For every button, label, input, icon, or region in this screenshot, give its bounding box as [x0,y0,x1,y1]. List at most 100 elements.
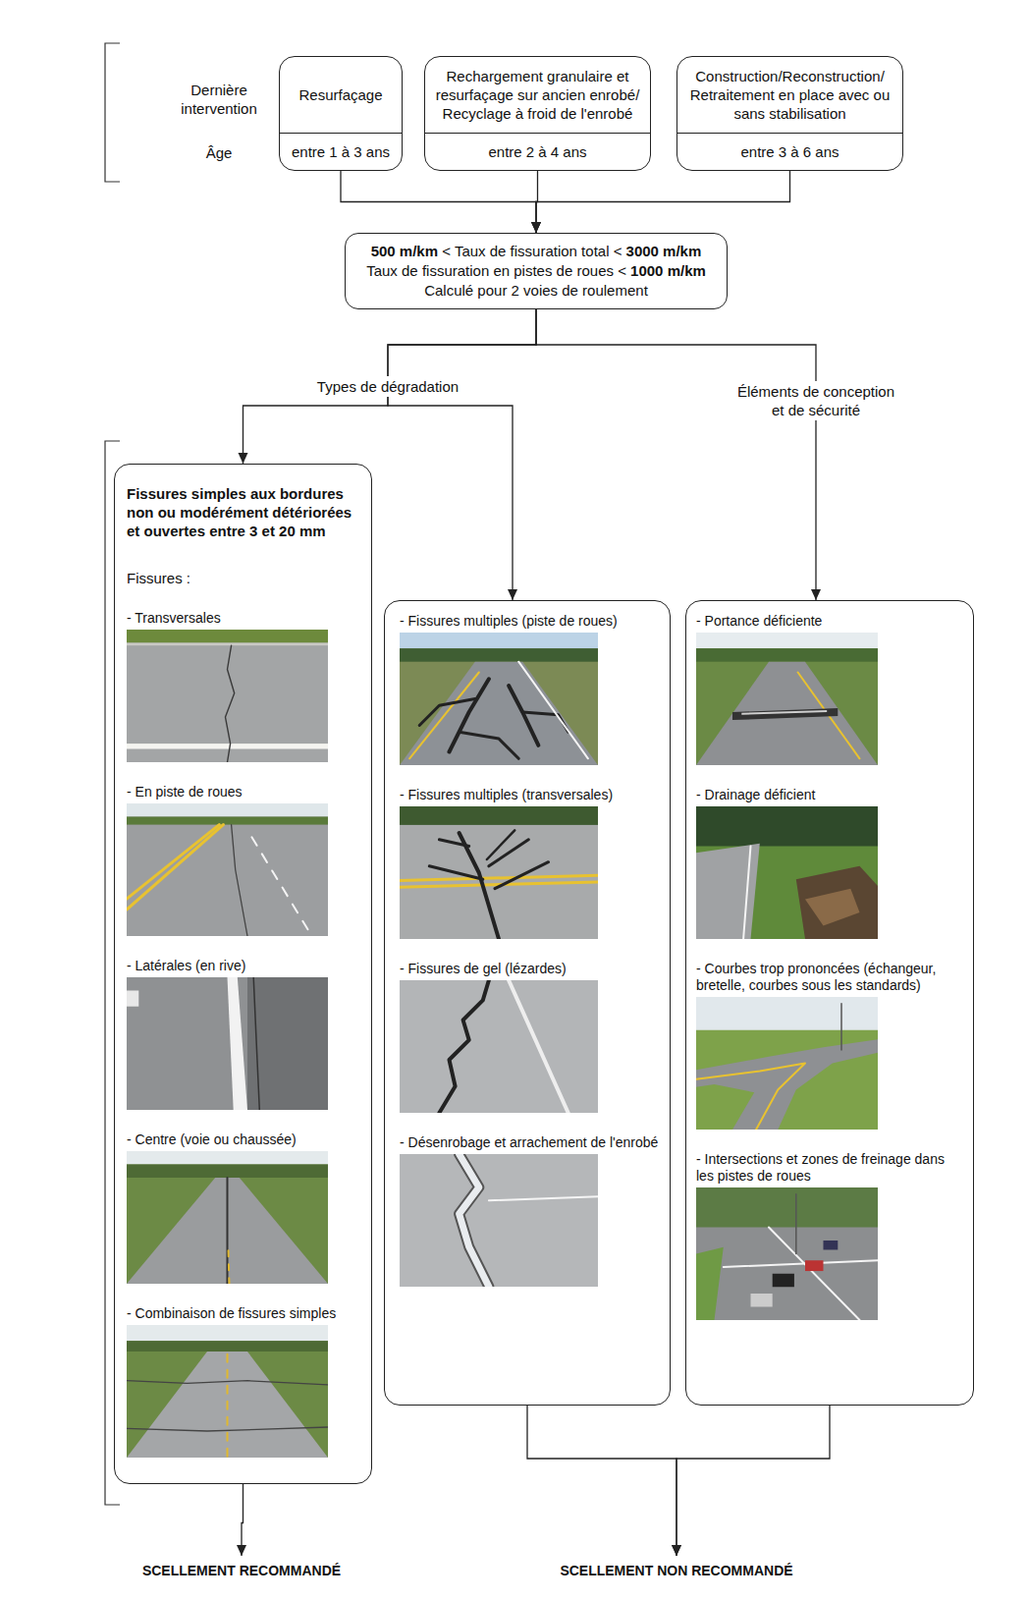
intervention-name: Rechargement granulaire et resurfaçage s… [432,66,643,123]
connector-line [243,309,538,464]
age-range: entre 1 à 3 ans [291,142,390,162]
photo-shape [438,979,489,1113]
photo-shape [429,865,484,880]
box-age: entre 2 à 4 ans [425,133,650,170]
photo-shape [126,1324,328,1458]
category-panel: - Fissures multiples (piste de roues)- F… [383,599,671,1406]
photo-caption: - Fissures multiples (transversales) [399,786,666,804]
road-photo [126,629,328,762]
connector [387,309,537,600]
photo-shape [399,874,598,880]
arrowhead [238,452,249,464]
photo-shape [399,661,598,765]
arrowhead [531,221,542,233]
photo-shape [696,632,878,765]
photo-shape [518,661,589,759]
age-range: entre 2 à 4 ans [487,142,587,162]
photo-shape [696,1187,878,1228]
photo-shape [741,709,827,715]
photo-shape [225,645,235,762]
panel-heading: Fissures simples aux bordures non ou mod… [126,484,366,541]
criteria-box: 500 m/km < Taux de fissuration total < 3… [344,232,728,310]
category-panel: Fissures simples aux bordures non ou mod… [113,463,373,1484]
road-photo [399,1153,598,1287]
connector [340,170,542,233]
connector-line [676,1405,830,1556]
photo-shape [126,629,328,762]
photo-caption: - Latérales (en rive) [126,957,366,974]
photo-shape [126,1351,328,1458]
photo-shape [732,707,838,720]
photo-shape [126,1324,328,1341]
photo-shape [126,1426,328,1431]
intervention-box: Construction/Reconstruction/ Retraitemen… [676,55,904,171]
bracket [105,43,120,182]
photo-shape [126,1164,328,1179]
row-label: Âge [164,143,273,163]
connector [536,309,821,600]
photo-shape [823,1240,839,1249]
photo-shape [696,661,878,765]
box-header: Construction/Reconstruction/ Retraitemen… [677,56,903,134]
photo-shape [399,632,598,765]
bold-value: 500 m/km [371,242,438,260]
photo-shape [696,1187,878,1320]
road-photo [126,803,328,936]
criterion: 500 m/km < Taux de fissuration total < 3… [351,241,721,262]
photo-shape [438,839,469,847]
photo-shape [696,1246,724,1320]
road-photo [696,806,878,939]
photo-shape [231,824,248,936]
photo-shape [449,678,489,752]
arrowhead [507,589,518,600]
photo-shape [399,979,598,1113]
photo-shape [126,1340,328,1352]
arrowhead [671,1544,682,1556]
photo-shape [399,1153,598,1287]
photo-shape [486,829,515,860]
photo-shape [751,1293,773,1307]
panel-subheading: Fissures : [126,569,366,587]
box-age: entre 3 à 6 ans [677,133,903,170]
photo-shape [488,1195,598,1200]
photo-caption: - Fissures de gel (lézardes) [399,960,666,977]
photo-shape [247,829,309,929]
photo-shape [126,1150,328,1284]
connector-line [536,170,791,233]
outcome-label: SCELLEMENT RECOMMANDÉ [142,1561,341,1579]
bold-value: 3000 m/km [626,242,703,260]
criterion: Taux de fissuration en pistes de roues <… [351,261,721,281]
photo-shape [459,1153,489,1287]
connector [527,1405,682,1556]
photo-shape [696,632,878,649]
road-photo [399,806,598,939]
photo-shape [126,803,328,817]
photo-shape [126,976,328,1110]
road-photo [126,1324,328,1458]
photo-shape [696,1038,878,1130]
intervention-name: Construction/Reconstruction/ Retraitemen… [685,66,895,123]
connector [671,1405,830,1556]
category-panel: - Portance déficiente- Drainage déficien… [685,599,974,1406]
photo-caption: - Combinaison de fissures simples [126,1304,366,1322]
photo-shape [696,806,878,847]
arrowhead [531,221,542,233]
arrowhead [531,221,542,233]
road-photo [696,996,878,1130]
road-photo [126,976,328,1110]
photo-shape [508,685,539,746]
photo-shape [126,1177,328,1284]
outcome-text: SCELLEMENT NON RECOMMANDÉ [559,1561,793,1579]
intervention-box: Resurfaçageentre 1 à 3 ans [278,55,403,171]
photo-shape [459,731,520,758]
photo-shape [696,996,878,1130]
connector [238,309,538,464]
connector [531,170,791,233]
photo-shape [840,1003,843,1050]
photo-shape [126,1380,328,1385]
photo-shape [228,1249,230,1284]
photo-shape [126,803,328,936]
photo-caption: - Transversales [126,609,366,627]
photo-shape [796,865,878,939]
photo-shape [126,824,219,900]
